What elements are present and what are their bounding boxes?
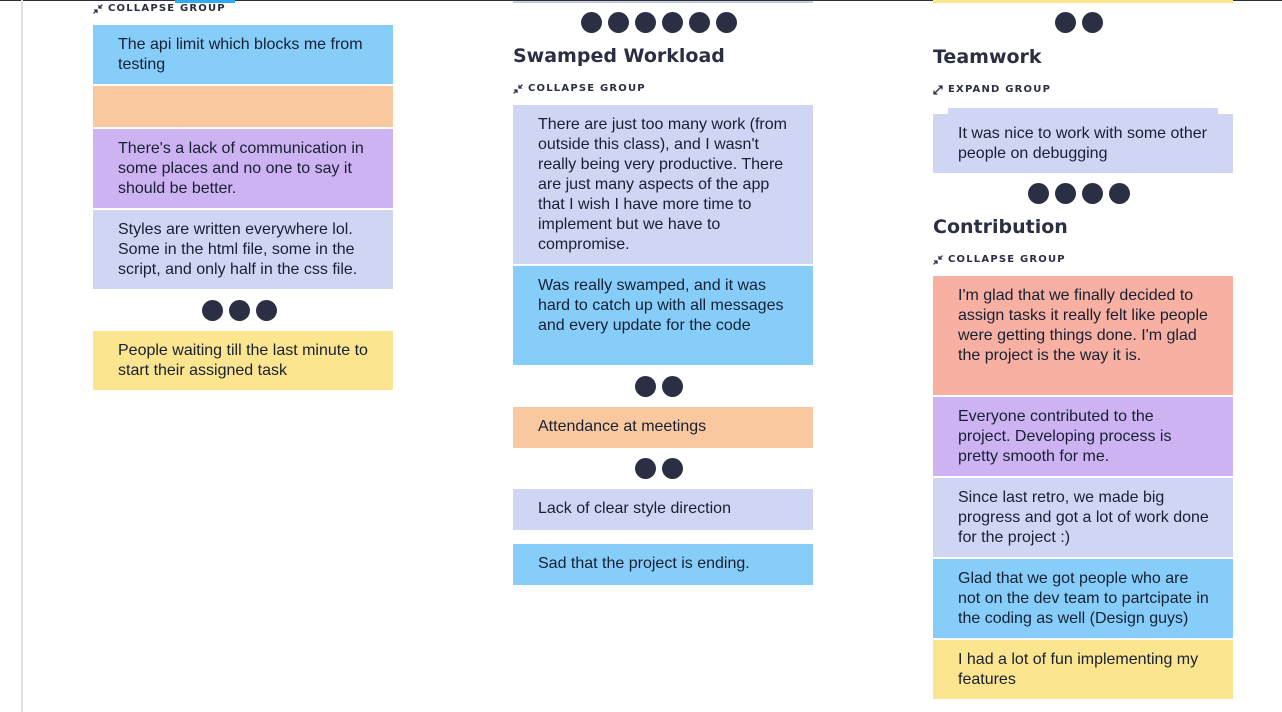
group-title: Swamped Workload	[513, 45, 725, 67]
vote-dot-icon	[662, 458, 683, 479]
group-title: Teamwork	[933, 46, 1042, 68]
vote-dots[interactable]	[1028, 183, 1130, 204]
sticky-note[interactable]: Attendance at meetings	[513, 407, 813, 448]
vote-dot-icon	[662, 12, 683, 33]
vote-dot-icon	[229, 300, 250, 321]
sticky-note[interactable]: People waiting till the last minute to s…	[93, 331, 393, 390]
collapse-group-label: COLLAPSE GROUP	[108, 3, 226, 14]
sticky-note[interactable]: Was really swamped, and it was hard to c…	[513, 266, 813, 365]
vote-dot-icon	[635, 12, 656, 33]
sticky-note[interactable]: I had a lot of fun implementing my featu…	[933, 640, 1233, 699]
vote-dots[interactable]	[635, 376, 683, 397]
vote-dots[interactable]	[581, 12, 737, 33]
collapse-group-button[interactable]: COLLAPSE GROUP	[933, 254, 1066, 265]
collapse-arrows-icon	[93, 3, 103, 14]
vote-dot-icon	[1109, 183, 1130, 204]
vote-dot-icon	[1055, 183, 1076, 204]
sticky-note[interactable]: Everyone contributed to the project. Dev…	[933, 397, 1233, 476]
card-bottom-edge	[933, 0, 1233, 3]
sticky-note[interactable]: It was nice to work with some other peop…	[933, 114, 1233, 173]
top-border	[0, 0, 1282, 1]
sticky-note[interactable]: Styles are written everywhere lol. Some …	[93, 210, 393, 289]
expand-arrows-icon	[933, 84, 943, 95]
card-bottom-edge	[513, 0, 813, 3]
collapse-arrows-icon	[933, 254, 943, 265]
sticky-note[interactable]: Since last retro, we made big progress a…	[933, 478, 1233, 557]
vote-dot-icon	[202, 300, 223, 321]
vote-dot-icon	[1028, 183, 1049, 204]
stacked-card-edge	[948, 108, 1218, 114]
selection-accent	[175, 0, 235, 3]
expand-group-label: EXPAND GROUP	[948, 84, 1052, 95]
sticky-note[interactable]: Lack of clear style direction	[513, 489, 813, 530]
vote-dot-icon	[608, 12, 629, 33]
sticky-note[interactable]: Glad that we got people who are not on t…	[933, 559, 1233, 638]
vote-dot-icon	[1055, 12, 1076, 33]
vote-dot-icon	[716, 12, 737, 33]
sticky-note[interactable]: The api limit which blocks me from testi…	[93, 25, 393, 84]
vote-dots[interactable]	[202, 300, 277, 321]
vote-dot-icon	[689, 12, 710, 33]
sticky-note[interactable]: I'm glad that we finally decided to assi…	[933, 276, 1233, 395]
collapse-group-label: COLLAPSE GROUP	[528, 83, 646, 94]
collapse-group-button[interactable]: COLLAPSE GROUP	[93, 3, 226, 14]
sticky-note[interactable]: There's a lack of communication in some …	[93, 129, 393, 208]
vote-dot-icon	[635, 458, 656, 479]
expand-group-button[interactable]: EXPAND GROUP	[933, 84, 1051, 95]
sticky-note[interactable]: Sad that the project is ending.	[513, 544, 813, 585]
collapse-group-label: COLLAPSE GROUP	[948, 254, 1066, 265]
vote-dot-icon	[1082, 183, 1103, 204]
sticky-note[interactable]: There are just too many work (from outsi…	[513, 105, 813, 264]
vote-dot-icon	[662, 376, 683, 397]
vote-dot-icon	[581, 12, 602, 33]
vote-dot-icon	[1082, 12, 1103, 33]
sticky-note-empty[interactable]	[93, 86, 393, 127]
vote-dot-icon	[635, 376, 656, 397]
vote-dots[interactable]	[635, 458, 683, 479]
vote-dot-icon	[256, 300, 277, 321]
board-left-border	[21, 0, 23, 712]
group-title: Contribution	[933, 216, 1068, 238]
collapse-group-button[interactable]: COLLAPSE GROUP	[513, 83, 646, 94]
vote-dots[interactable]	[1055, 12, 1103, 33]
collapse-arrows-icon	[513, 83, 523, 94]
